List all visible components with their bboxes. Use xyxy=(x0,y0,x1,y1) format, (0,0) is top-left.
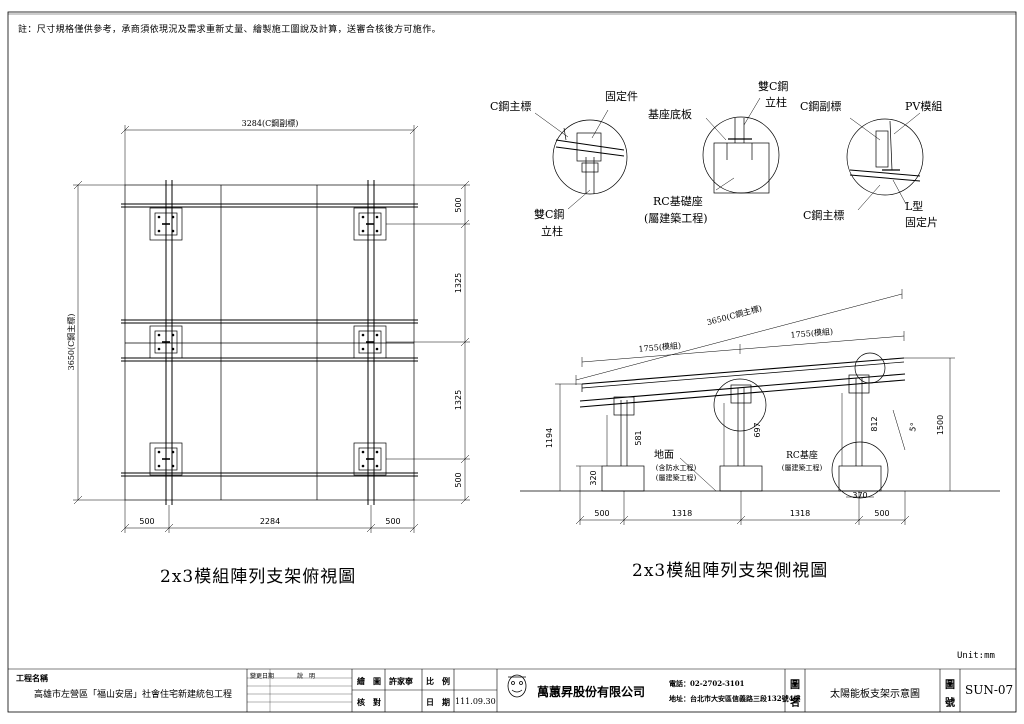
top-dim-right-1: 500 xyxy=(454,197,463,212)
top-view-title: 2x3模組陣列支架俯視圖 xyxy=(160,567,357,587)
label-rc-footing: RC基礎座 xyxy=(653,194,703,208)
top-dim-bottom-1: 500 xyxy=(139,517,154,526)
top-dim-bottom-2: 2284 xyxy=(260,517,280,526)
label-l-plate: 固定片 xyxy=(905,215,938,229)
side-dim-base-h: 320 xyxy=(589,470,598,485)
drawing-name-label-2: 名 xyxy=(790,698,800,709)
drawing-name-label-1: 圖 xyxy=(790,680,800,691)
label-fixing: 固定件 xyxy=(605,89,638,103)
side-dim-bottom-3: 1318 xyxy=(790,509,810,518)
drawing-name: 太陽能板支架示意圖 xyxy=(830,689,920,700)
company-tel: 電話：02-2702-3101 xyxy=(669,679,745,688)
company-name: 萬蕙昇股份有限公司 xyxy=(537,685,646,699)
side-dim-col-3: 812 xyxy=(870,416,879,431)
date-value: 111.09.30 xyxy=(455,697,496,706)
footing-pads xyxy=(149,207,387,476)
side-dim-h-right: 1500 xyxy=(936,415,945,435)
drawing-number: SUN-07 xyxy=(965,683,1014,697)
side-dim-bottom-2: 1318 xyxy=(672,509,692,518)
side-dim-col-1: 581 xyxy=(634,430,643,445)
top-dim-width: 3284(C鋼副標) xyxy=(242,118,299,128)
drawn-label: 繪 圖 xyxy=(357,676,381,686)
company-logo xyxy=(507,674,527,698)
title-block-frame xyxy=(8,668,1016,712)
project-name: 高雄市左營區「福山安居」社會住宅新建統包工程 xyxy=(34,690,233,700)
top-view-plan xyxy=(73,125,470,533)
top-dim-right-2: 1325 xyxy=(454,273,463,293)
top-dim-bottom-3: 500 xyxy=(385,517,400,526)
side-rc-2: (屬建築工程) xyxy=(782,463,823,472)
side-view-elevation xyxy=(520,289,1000,525)
side-ground-3: (屬建築工程) xyxy=(656,473,697,482)
side-view-title: 2x3模組陣列支架側視圖 xyxy=(632,561,829,581)
drawing-no-label-1: 圖 xyxy=(945,680,955,691)
scale-label: 比 例 xyxy=(426,676,450,686)
detail-labels: C鋼主標 固定件 雙C鋼 立柱 基座底板 雙C鋼 立柱 RC基礎座 (屬建築工程… xyxy=(490,79,942,238)
side-dim-total: 3650(C鋼主標) xyxy=(706,303,763,327)
label-c-sub: C鋼副標 xyxy=(800,99,841,113)
top-dim-right-3: 1325 xyxy=(454,390,463,410)
label-base-plate: 基座底板 xyxy=(648,107,692,121)
side-dim-module-1: 1755(模組) xyxy=(638,340,681,354)
date-label: 日 期 xyxy=(426,697,450,707)
unit-label: Unit:mm xyxy=(957,651,995,661)
detail-bubbles xyxy=(534,97,924,211)
top-dim-right-4: 500 xyxy=(454,472,463,487)
check-label: 核 對 xyxy=(357,697,381,707)
disclaimer-note: 註：尺寸規格僅供參考，承商須依現況及需求重新丈量、繪製施工圖說及計算，送審合核後… xyxy=(18,25,442,35)
side-dim-h-left: 1194 xyxy=(545,428,554,448)
label-rc-building: (屬建築工程) xyxy=(644,211,708,225)
side-dim-bottom-1: 500 xyxy=(594,509,609,518)
label-dual-col-2b: 立柱 xyxy=(765,95,787,109)
top-dim-height: 3650(C鋼主標) xyxy=(66,314,76,371)
side-dim-base-w: 370 xyxy=(852,491,867,500)
project-label: 工程名稱 xyxy=(16,673,48,683)
side-ground-2: (含防水工程) xyxy=(656,463,697,472)
label-dual-col-1a: 雙C鋼 xyxy=(534,207,564,221)
side-dim-bottom-4: 500 xyxy=(874,509,889,518)
description-label: 說 明 xyxy=(297,673,316,680)
side-ground-1: 地面 xyxy=(654,448,674,461)
side-dim-col-2: 697 xyxy=(753,422,762,437)
drawn-by: 許家寧 xyxy=(389,676,413,686)
label-pv-module: PV模組 xyxy=(905,100,942,113)
side-dim-module-2: 1755(模組) xyxy=(790,326,833,340)
label-dual-col-2a: 雙C鋼 xyxy=(758,79,788,93)
drawing-no-label-2: 號 xyxy=(945,698,955,709)
side-rc-1: RC基座 xyxy=(786,449,818,461)
revision-date-label: 變更日期 xyxy=(250,673,275,680)
company-address: 地址：台北市大安區信義路三段132號4樓 xyxy=(669,694,801,703)
label-l-type: L型 xyxy=(905,199,923,213)
sheet-border xyxy=(7,11,1017,713)
label-dual-col-1b: 立柱 xyxy=(541,224,563,238)
side-angle: 5° xyxy=(908,422,918,433)
label-c-main-3: C鋼主標 xyxy=(803,208,844,222)
label-c-main-1: C鋼主標 xyxy=(490,99,531,113)
